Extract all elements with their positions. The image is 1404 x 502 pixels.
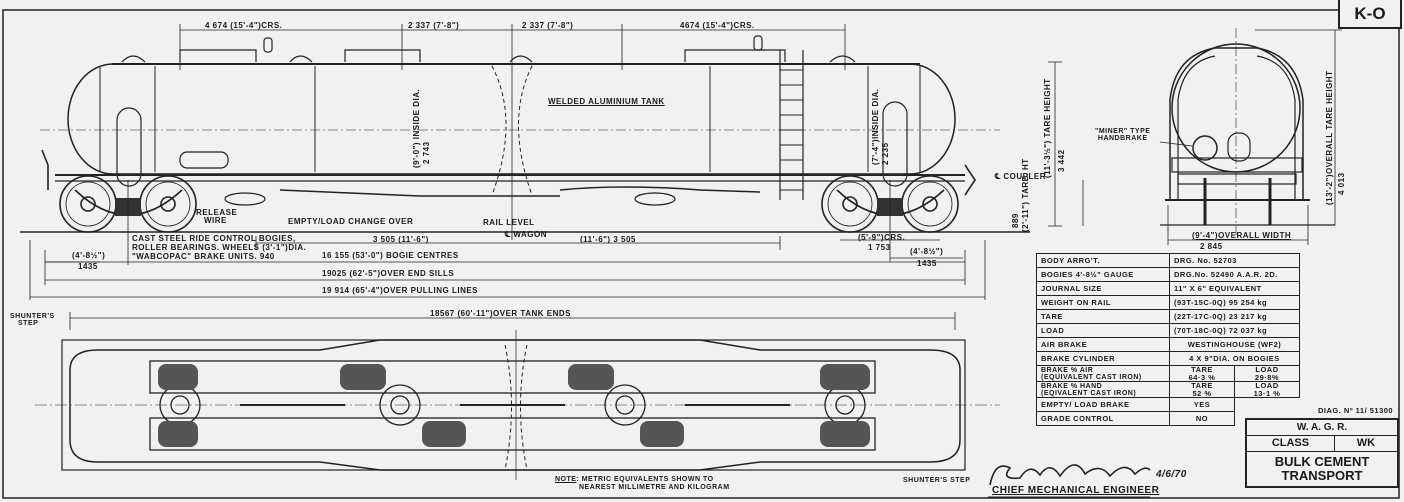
sheet-id-label: K-O [1338,0,1402,29]
wagon-centre-label: ℄ WAGON [505,230,547,239]
bogie-note: CAST STEEL RIDE CONTROL BOGIES,ROLLER BE… [132,234,307,262]
dim-top-2: 2 337 (7'-8") [408,21,460,30]
empty-load-changeover-label: EMPTY/LOAD CHANGE OVER [288,217,414,226]
coupler-centre: ℄ COUPLER [995,172,1046,181]
diagram-number: DIAG. Nº 11/ 51300 [1318,406,1394,415]
dim-top-4: 4674 (15'-4")CRS. [680,21,755,30]
overall-width: (9'-4")OVERALL WIDTH [1192,231,1292,240]
table-row: WEIGHT ON RAIL(93T-15C-0Q) 95 254 kg [1036,295,1300,310]
bogie-wheelbase-mm: 1 753 [868,243,891,252]
class-row: CLASS WK [1247,436,1397,452]
spec-table: BODY ARRG'T.DRG. No. 52703 BOGIES 4'-8½"… [1036,253,1300,426]
rail-level-label: RAIL LEVEL [483,218,535,227]
dim-top-3: 2 337 (7'-8") [522,21,574,30]
gauge-left-mm: 1435 [78,262,98,271]
over-end-sills-dim: 19025 (62'-5")OVER END SILLS [322,269,455,278]
shunters-step-right: SHUNTER'S STEP [903,477,971,484]
overall-width-mm: 2 845 [1200,242,1223,251]
railway-name: W. A. G. R. [1247,420,1397,436]
side-view [20,24,1084,300]
bogie-wheelbase: (5'-9")CRS. [858,233,906,242]
bogie-centres-dim: 16 155 (53'-0") BOGIE CENTRES [322,251,459,260]
gauge-right: (4'-8½") [910,247,944,256]
signature-date: 4/6/70 [1156,469,1187,480]
tank-label: WELDED ALUMINIUM TANK [548,97,665,106]
half-centres-right: (11'-6") 3 505 [580,235,636,244]
gauge-left: (4'-8½") [72,251,106,260]
half-centres-left: 3 505 (11'-6") [373,235,429,244]
plan-view [35,312,1000,480]
table-row: BODY ARRG'T.DRG. No. 52703 [1036,253,1300,268]
hatched-patches [158,364,870,447]
gauge-right-mm: 1435 [917,259,937,268]
dim-top-1: 4 674 (15'-4")CRS. [205,21,283,30]
end-view [1159,28,1342,245]
over-pulling-lines-dim: 19 914 (65'-4")OVER PULLING LINES [322,286,479,295]
chief-mechanical-engineer: CHIEF MECHANICAL ENGINEER [992,485,1160,496]
over-tank-ends-dim: 18567 (60'-11")OVER TANK ENDS [430,309,571,318]
